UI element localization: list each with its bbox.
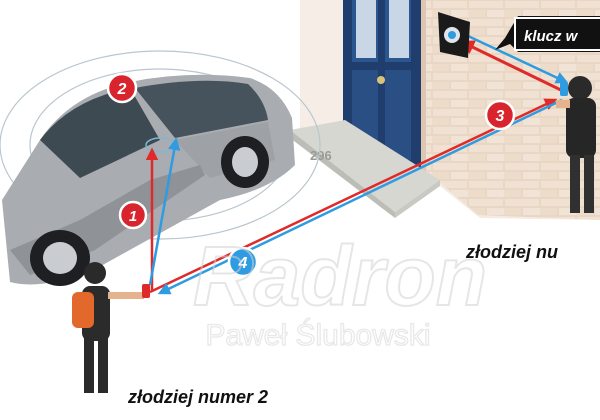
watermark: Radron Paweł Ślubowski <box>192 228 488 353</box>
signal-blue-thief2-to-car <box>148 137 181 286</box>
key-callout: klucz w <box>495 16 600 52</box>
step-badge-3: 3 <box>484 99 516 131</box>
svg-text:4: 4 <box>238 255 248 272</box>
car <box>2 74 295 286</box>
door-steps: 296 <box>290 120 440 218</box>
signal-blue-key-to-thief1 <box>467 34 569 84</box>
step-badge-2: 2 <box>106 72 138 104</box>
thief-1-label: złodziej nu <box>465 242 558 262</box>
watermark-author: Paweł Ślubowski <box>205 318 430 352</box>
door-number: 296 <box>310 148 332 163</box>
step-badge-4: 4 <box>227 246 259 278</box>
thief-2-label: złodziej numer 2 <box>127 387 268 407</box>
svg-text:2: 2 <box>117 81 127 98</box>
watermark-brand: Radron <box>193 229 487 323</box>
svg-text:3: 3 <box>496 108 505 125</box>
car-key-icon <box>438 12 470 58</box>
thief-1-figure <box>556 76 596 213</box>
signal-blue-thief1-to-thief2 <box>157 98 563 295</box>
relay-signals <box>145 34 569 295</box>
key-label: klucz w <box>524 28 579 45</box>
thief-2-figure <box>72 262 150 393</box>
signal-red-thief1-to-key <box>459 40 566 94</box>
front-door <box>343 0 421 172</box>
step-badge-1: 1 <box>118 200 148 230</box>
signal-red-thief2-to-thief1 <box>149 98 558 294</box>
svg-text:1: 1 <box>129 208 137 225</box>
